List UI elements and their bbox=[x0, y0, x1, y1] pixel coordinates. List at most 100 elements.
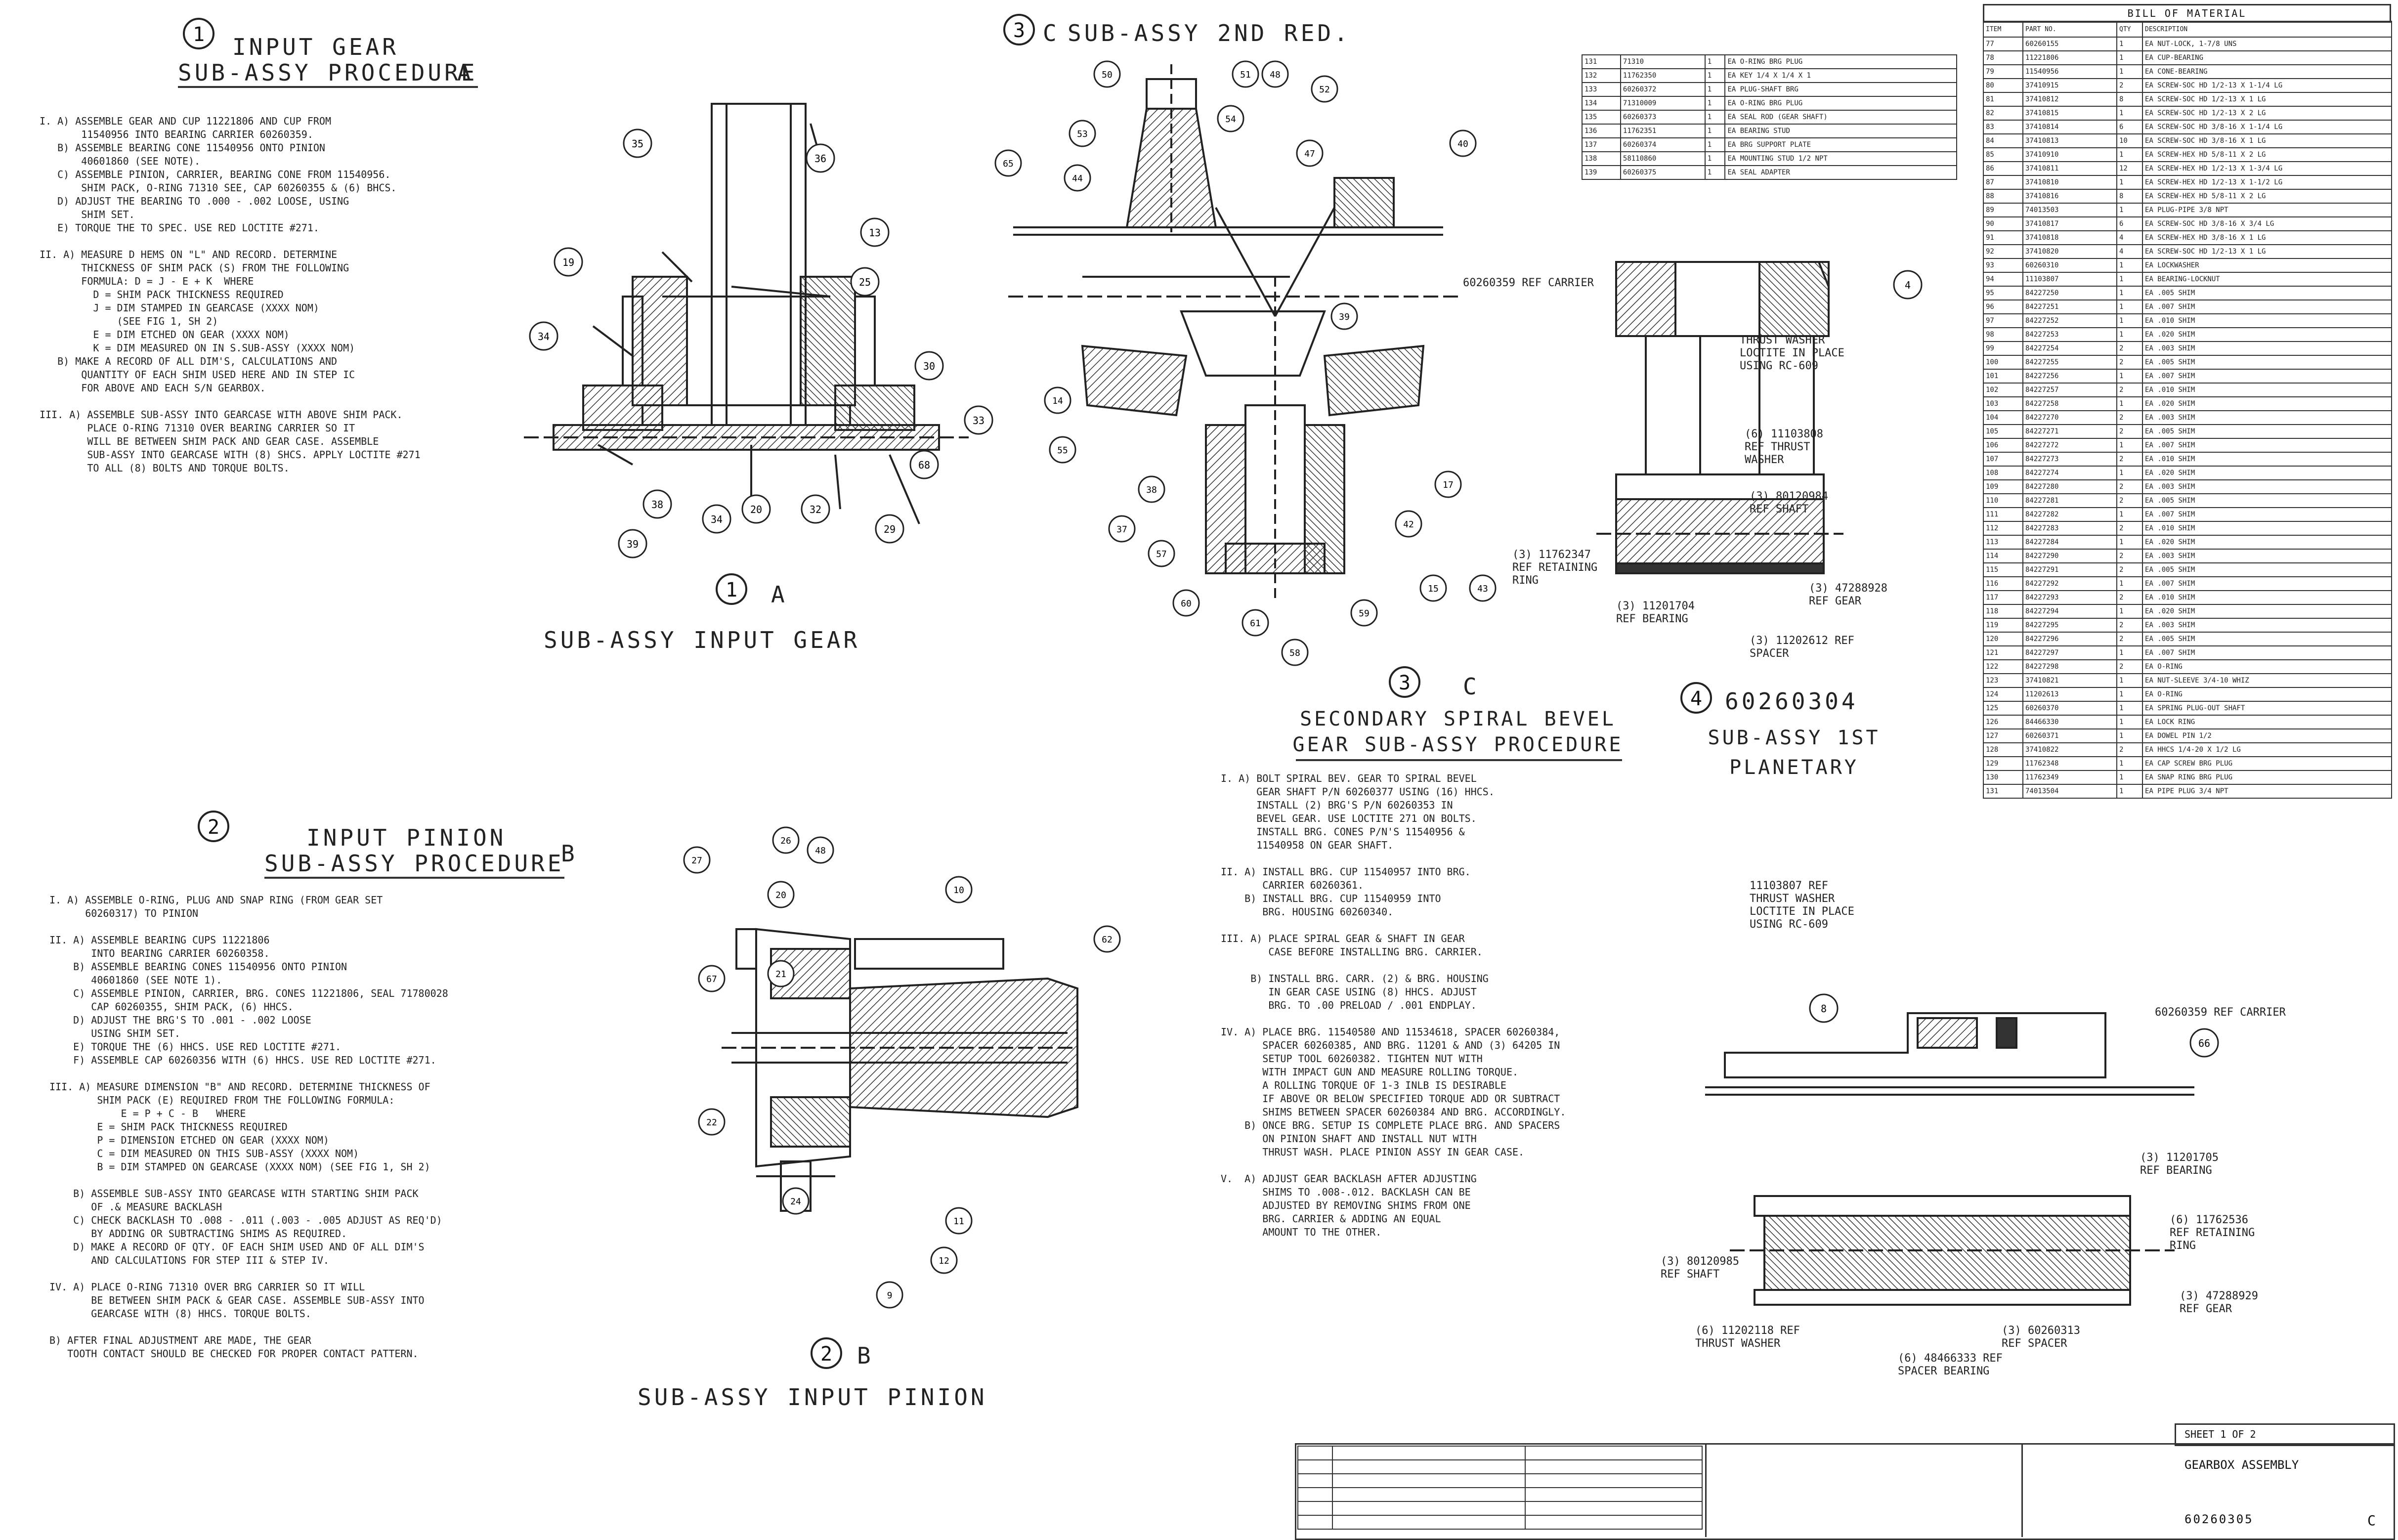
bom-description: EA CUP-BEARING bbox=[2142, 50, 2392, 65]
bom-qty: 2 bbox=[2116, 590, 2143, 605]
spiral-bevel-drawing bbox=[1008, 64, 1458, 603]
side-bom-qty: 1 bbox=[1704, 124, 1726, 138]
svg-text:13: 13 bbox=[869, 227, 881, 239]
spiral-bevel-balloons: 50 51 48 52 53 54 65 44 40 47 39 14 55 3… bbox=[994, 60, 1497, 666]
bom-part-no: 37410810 bbox=[2022, 175, 2117, 190]
bom-item: 124 bbox=[1983, 687, 2023, 702]
bom-description: EA .005 SHIM bbox=[2142, 632, 2392, 646]
svg-text:52: 52 bbox=[1319, 85, 1330, 95]
side-bom-description: EA PLUG-SHAFT BRG bbox=[1724, 82, 1957, 97]
bom-qty: 1 bbox=[2116, 286, 2143, 300]
svg-text:35: 35 bbox=[632, 138, 643, 150]
svg-text:43: 43 bbox=[1477, 584, 1488, 594]
svg-text:60: 60 bbox=[1181, 599, 1192, 609]
svg-text:15: 15 bbox=[1428, 584, 1439, 594]
section-number-3: 3 bbox=[1389, 666, 1420, 698]
title-block-rev: C bbox=[2367, 1512, 2376, 1529]
bom-qty: 2 bbox=[2116, 742, 2143, 757]
bom-qty: 2 bbox=[2116, 78, 2143, 93]
bom-qty: 1 bbox=[2116, 535, 2143, 550]
svg-text:39: 39 bbox=[1339, 312, 1350, 322]
svg-text:59: 59 bbox=[1359, 608, 1370, 619]
label-ref-spacer: (3) 11202612 REF SPACER bbox=[1750, 635, 1854, 660]
bom-item: 129 bbox=[1983, 756, 2023, 771]
bom-item: 127 bbox=[1983, 728, 2023, 743]
view-number-3: 3 bbox=[1003, 14, 1035, 45]
bom-qty: 2 bbox=[2116, 493, 2143, 508]
bom-item: 78 bbox=[1983, 50, 2023, 65]
svg-text:20: 20 bbox=[775, 890, 786, 900]
bom-part-no: 84227281 bbox=[2022, 493, 2117, 508]
side-bom-qty: 1 bbox=[1704, 165, 1726, 180]
bom-qty: 2 bbox=[2116, 479, 2143, 494]
bom-item: 77 bbox=[1983, 37, 2023, 51]
bom-part-no: 84227280 bbox=[2022, 479, 2117, 494]
svg-text:27: 27 bbox=[691, 856, 702, 866]
label-lower-spacer: (3) 60260313 REF SPACER bbox=[2002, 1325, 2080, 1350]
title-block-divider-1 bbox=[1705, 1443, 1707, 1537]
bom-qty: 2 bbox=[2116, 521, 2143, 536]
planetary-drawing bbox=[1596, 261, 1843, 574]
svg-text:57: 57 bbox=[1156, 549, 1167, 559]
side-bom-description: EA SEAL ROD (GEAR SHAFT) bbox=[1724, 110, 1957, 125]
bom-description: EA .003 SHIM bbox=[2142, 549, 2392, 563]
label-lower-carrier: 60260359 REF CARRIER bbox=[2155, 1006, 2286, 1019]
bom-item: 108 bbox=[1983, 466, 2023, 480]
bom-part-no: 74013503 bbox=[2022, 203, 2117, 217]
bom-item: 94 bbox=[1983, 272, 2023, 287]
spiral-bevel-title-2: GEAR SUB-ASSY PROCEDURE bbox=[1292, 733, 1624, 756]
bom-part-no: 84227290 bbox=[2022, 549, 2117, 563]
carrier-detail-balloons: 8 66 bbox=[1809, 993, 2219, 1058]
svg-text:68: 68 bbox=[918, 459, 930, 471]
bom-part-no: 37410816 bbox=[2022, 189, 2117, 204]
input-gear-procedure: I. A) ASSEMBLE GEAR AND CUP 11221806 AND… bbox=[40, 115, 421, 474]
bom-description: EA .007 SHIM bbox=[2142, 576, 2392, 591]
side-bom-item: 137 bbox=[1582, 137, 1621, 152]
input-gear-balloons: 35 36 19 13 25 34 30 33 38 34 20 32 29 6… bbox=[529, 128, 993, 558]
svg-text:61: 61 bbox=[1250, 618, 1261, 629]
bom-item: 106 bbox=[1983, 438, 2023, 453]
side-bom-description: EA BEARING STUD bbox=[1724, 124, 1957, 138]
bom-part-no: 84227254 bbox=[2022, 341, 2117, 356]
bom-description: EA .020 SHIM bbox=[2142, 535, 2392, 550]
bom-part-no: 84227296 bbox=[2022, 632, 2117, 646]
side-bom-description: EA BRG SUPPORT PLATE bbox=[1724, 137, 1957, 152]
view-letter-a: A bbox=[771, 581, 788, 608]
bom-qty: 4 bbox=[2116, 230, 2143, 245]
bom-qty: 1 bbox=[2116, 50, 2143, 65]
bom-part-no: 84227273 bbox=[2022, 452, 2117, 467]
title-block-drawing-title: GEARBOX ASSEMBLY bbox=[2184, 1458, 2299, 1472]
svg-text:11: 11 bbox=[953, 1216, 964, 1227]
title-block-top-box bbox=[2175, 1423, 2395, 1446]
input-gear-drawing bbox=[524, 103, 969, 524]
svg-text:30: 30 bbox=[923, 360, 935, 372]
bom-part-no: 84227298 bbox=[2022, 659, 2117, 674]
svg-text:47: 47 bbox=[1304, 149, 1315, 159]
svg-text:12: 12 bbox=[939, 1256, 949, 1266]
label-lower-bearing: (3) 11201705 REF BEARING bbox=[2140, 1152, 2219, 1177]
svg-text:37: 37 bbox=[1116, 524, 1127, 535]
svg-text:51: 51 bbox=[1240, 70, 1251, 80]
bom-description: EA SNAP RING BRG PLUG bbox=[2142, 770, 2392, 785]
side-bom-part-no: 11762350 bbox=[1620, 68, 1706, 83]
title-block bbox=[1295, 1443, 2395, 1540]
side-bom-description: EA SEAL ADAPTER bbox=[1724, 165, 1957, 180]
bom-description: EA .003 SHIM bbox=[2142, 410, 2392, 425]
title-block-dwg-no: 60260305 bbox=[2184, 1512, 2254, 1526]
bom-description: EA NUT-LOCK, 1-7/8 UNS bbox=[2142, 37, 2392, 51]
bom-description: EA .007 SHIM bbox=[2142, 438, 2392, 453]
